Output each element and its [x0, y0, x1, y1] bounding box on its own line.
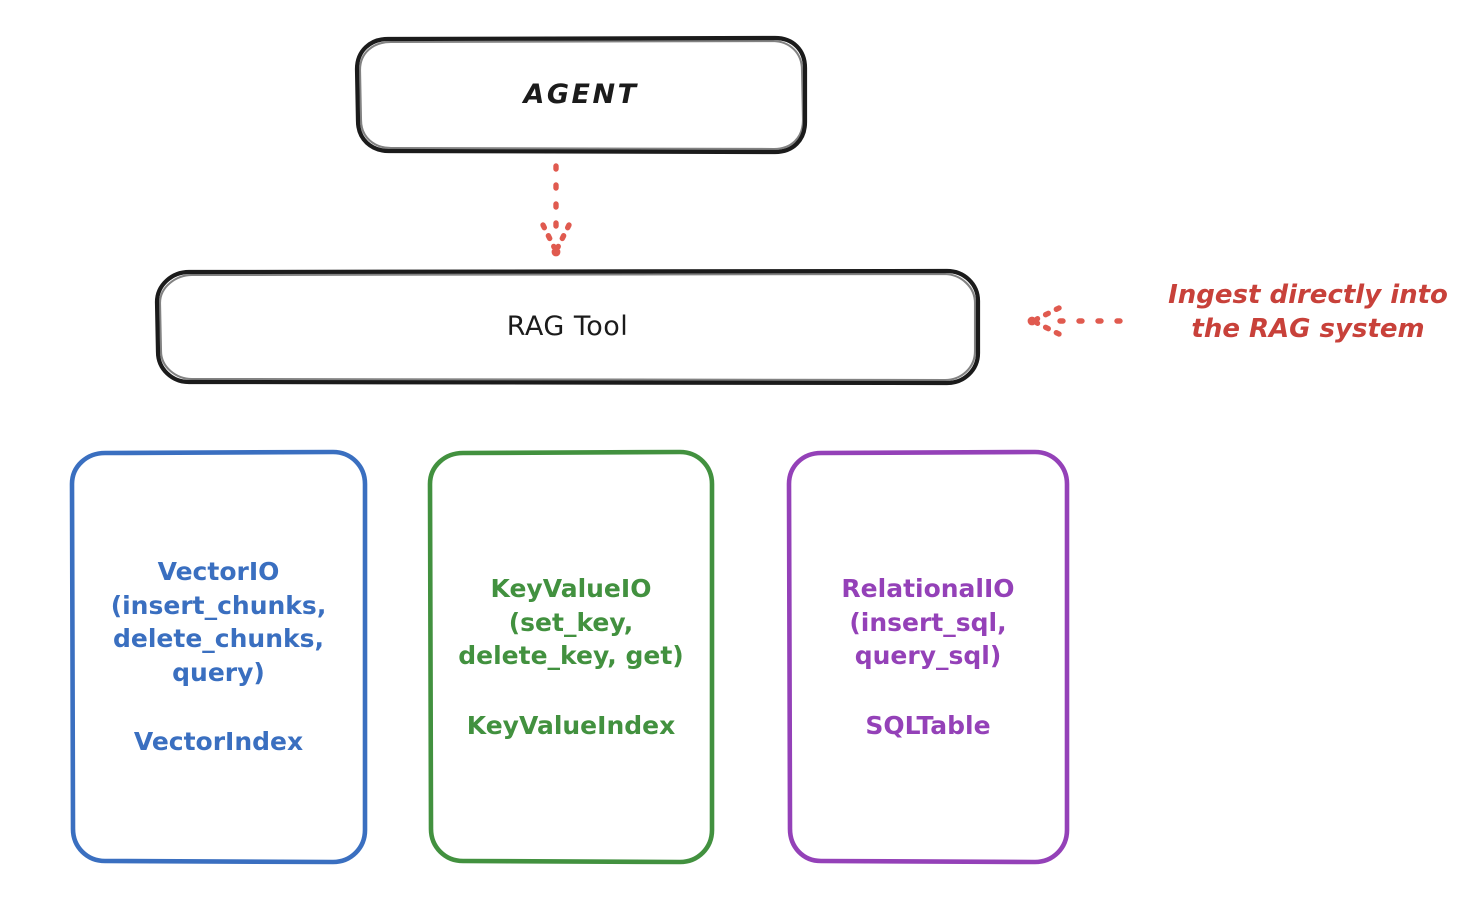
- node-rag-tool[interactable]: RAG Tool: [157, 271, 978, 383]
- agent-box-outline: [354, 35, 808, 155]
- node-agent-label: AGENT: [523, 79, 639, 111]
- node-vector-io-label: VectorIO (insert_chunks, delete_chunks, …: [110, 557, 327, 687]
- node-vector-io-index-label: VectorIndex: [133, 727, 304, 757]
- node-relational-io-table-label: SQLTable: [865, 710, 991, 740]
- connector-ingest-to-rag-tool: [1027, 305, 1123, 337]
- rag-tool-box-outline: [154, 268, 981, 386]
- connector-agent-to-rag-tool: [540, 163, 572, 257]
- node-key-value-io-label: KeyValueIO (set_key, delete_key, get): [458, 574, 684, 670]
- node-vector-io[interactable]: VectorIO (insert_chunks, delete_chunks, …: [72, 452, 365, 862]
- node-relational-io[interactable]: RelationalIO (insert_sql, query_sql) SQL…: [789, 452, 1067, 862]
- relational-io-box-outline: [786, 449, 1070, 865]
- node-key-value-io-index-label: KeyValueIndex: [466, 710, 676, 740]
- key-value-io-box-outline: [427, 449, 715, 865]
- node-rag-tool-label: RAG Tool: [506, 311, 629, 343]
- vector-io-box-outline: [69, 449, 368, 865]
- agent-box-outline-sketch: [358, 39, 805, 151]
- annotation-ingest: Ingest directly into the RAG system: [1168, 280, 1448, 344]
- node-key-value-io[interactable]: KeyValueIO (set_key, delete_key, get) Ke…: [430, 452, 712, 862]
- node-relational-io-label: RelationalIO (insert_sql, query_sql): [841, 574, 1015, 670]
- rag-tool-box-outline-sketch: [158, 272, 977, 382]
- node-agent[interactable]: AGENT: [357, 38, 805, 152]
